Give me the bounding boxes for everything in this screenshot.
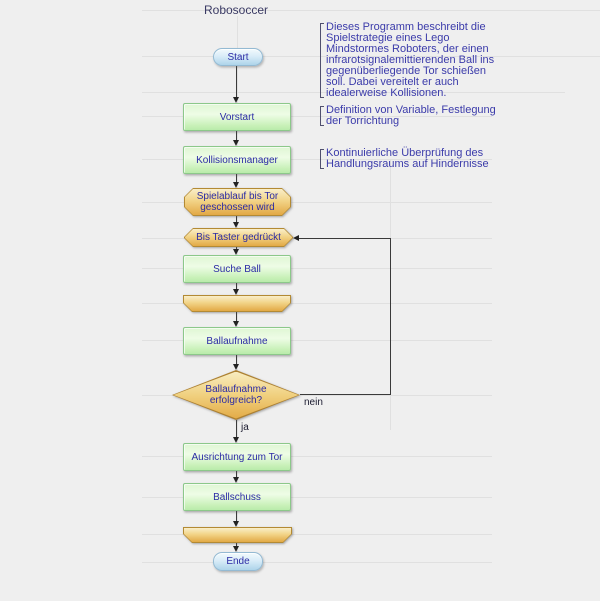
node-vorstart: Vorstart [183, 103, 291, 131]
node-start: Start [213, 48, 263, 66]
node-ballaufnahme: Ballaufnahme [183, 327, 291, 355]
arrowhead [233, 437, 239, 443]
diagram-title: Robosoccer [203, 3, 269, 17]
arrowhead [233, 477, 239, 483]
grid-line [142, 159, 492, 160]
grid-line [142, 268, 492, 269]
arrowhead [233, 289, 239, 295]
annotation-vorstart: Definition von Variable, Festlegung der … [320, 105, 556, 127]
arrowhead [233, 97, 239, 103]
connector-line [236, 173, 237, 183]
arrowhead [233, 140, 239, 146]
arrowhead [233, 521, 239, 527]
arrowhead [233, 182, 239, 188]
node-bis-taster: Bis Taster gedrückt [184, 228, 293, 247]
node-loop-end-1 [183, 295, 291, 312]
grid-line [142, 116, 492, 117]
annotation-program-description: Dieses Programm beschreibt die Spielstra… [320, 22, 556, 99]
node-ausrichtung-label: Ausrichtung zum Tor [191, 451, 283, 463]
node-kollisionsmanager: Kollisionsmanager [183, 146, 291, 174]
edge-label-ja: ja [241, 422, 249, 433]
grid-line [142, 534, 492, 535]
arrowhead [233, 321, 239, 327]
connector-line [236, 282, 237, 290]
node-entscheidung-label: Ballaufnahme erfolgreich? [205, 384, 267, 406]
arrowhead [233, 546, 239, 552]
node-spielablauf-label: Spielablauf bis Tor geschossen wird [196, 191, 279, 213]
node-ende-label: Ende [226, 556, 250, 567]
grid-line [142, 456, 492, 457]
connector-line [236, 312, 237, 322]
node-suche-ball: Suche Ball [183, 255, 291, 283]
connector-line [299, 238, 390, 239]
arrowhead [233, 222, 239, 228]
connector-line [236, 247, 237, 250]
node-ballaufnahme-label: Ballaufnahme [206, 335, 268, 347]
connector-line [236, 354, 237, 365]
arrowhead [233, 364, 239, 370]
node-ausrichtung: Ausrichtung zum Tor [183, 443, 291, 471]
connector-line [236, 420, 237, 438]
grid-line [142, 92, 565, 93]
node-bis-taster-label: Bis Taster gedrückt [196, 232, 281, 243]
connector-line [390, 238, 391, 395]
connector-line [236, 543, 237, 547]
grid-line [142, 303, 492, 304]
node-suche-ball-label: Suche Ball [213, 263, 261, 275]
connector-line [236, 65, 237, 98]
grid-line [142, 497, 492, 498]
grid-line [142, 395, 492, 396]
node-loop-end-2 [183, 527, 292, 543]
connector-line [236, 130, 237, 141]
grid-line [142, 562, 492, 563]
arrowhead [293, 235, 299, 241]
grid-line [142, 340, 492, 341]
annotation-kollisionsmanager: Kontinuierliche Überprüfung des Handlung… [320, 148, 556, 170]
node-ende: Ende [213, 552, 263, 571]
edge-label-nein: nein [304, 397, 323, 408]
connector-line [236, 216, 237, 223]
grid-line [142, 56, 600, 57]
node-start-label: Start [227, 51, 249, 63]
connector-line [236, 470, 237, 478]
grid-line [142, 202, 492, 203]
connector-line [236, 510, 237, 522]
arrowhead [233, 249, 239, 255]
connector-line [300, 394, 390, 395]
grid-line [142, 10, 600, 11]
node-entscheidung: Ballaufnahme erfolgreich? [172, 370, 300, 420]
node-spielablauf: Spielablauf bis Tor geschossen wird [184, 188, 291, 216]
node-ballschuss: Ballschuss [183, 483, 291, 511]
node-vorstart-label: Vorstart [219, 111, 255, 123]
node-ballschuss-label: Ballschuss [213, 491, 261, 503]
node-kollisionsmanager-label: Kollisionsmanager [196, 154, 278, 166]
